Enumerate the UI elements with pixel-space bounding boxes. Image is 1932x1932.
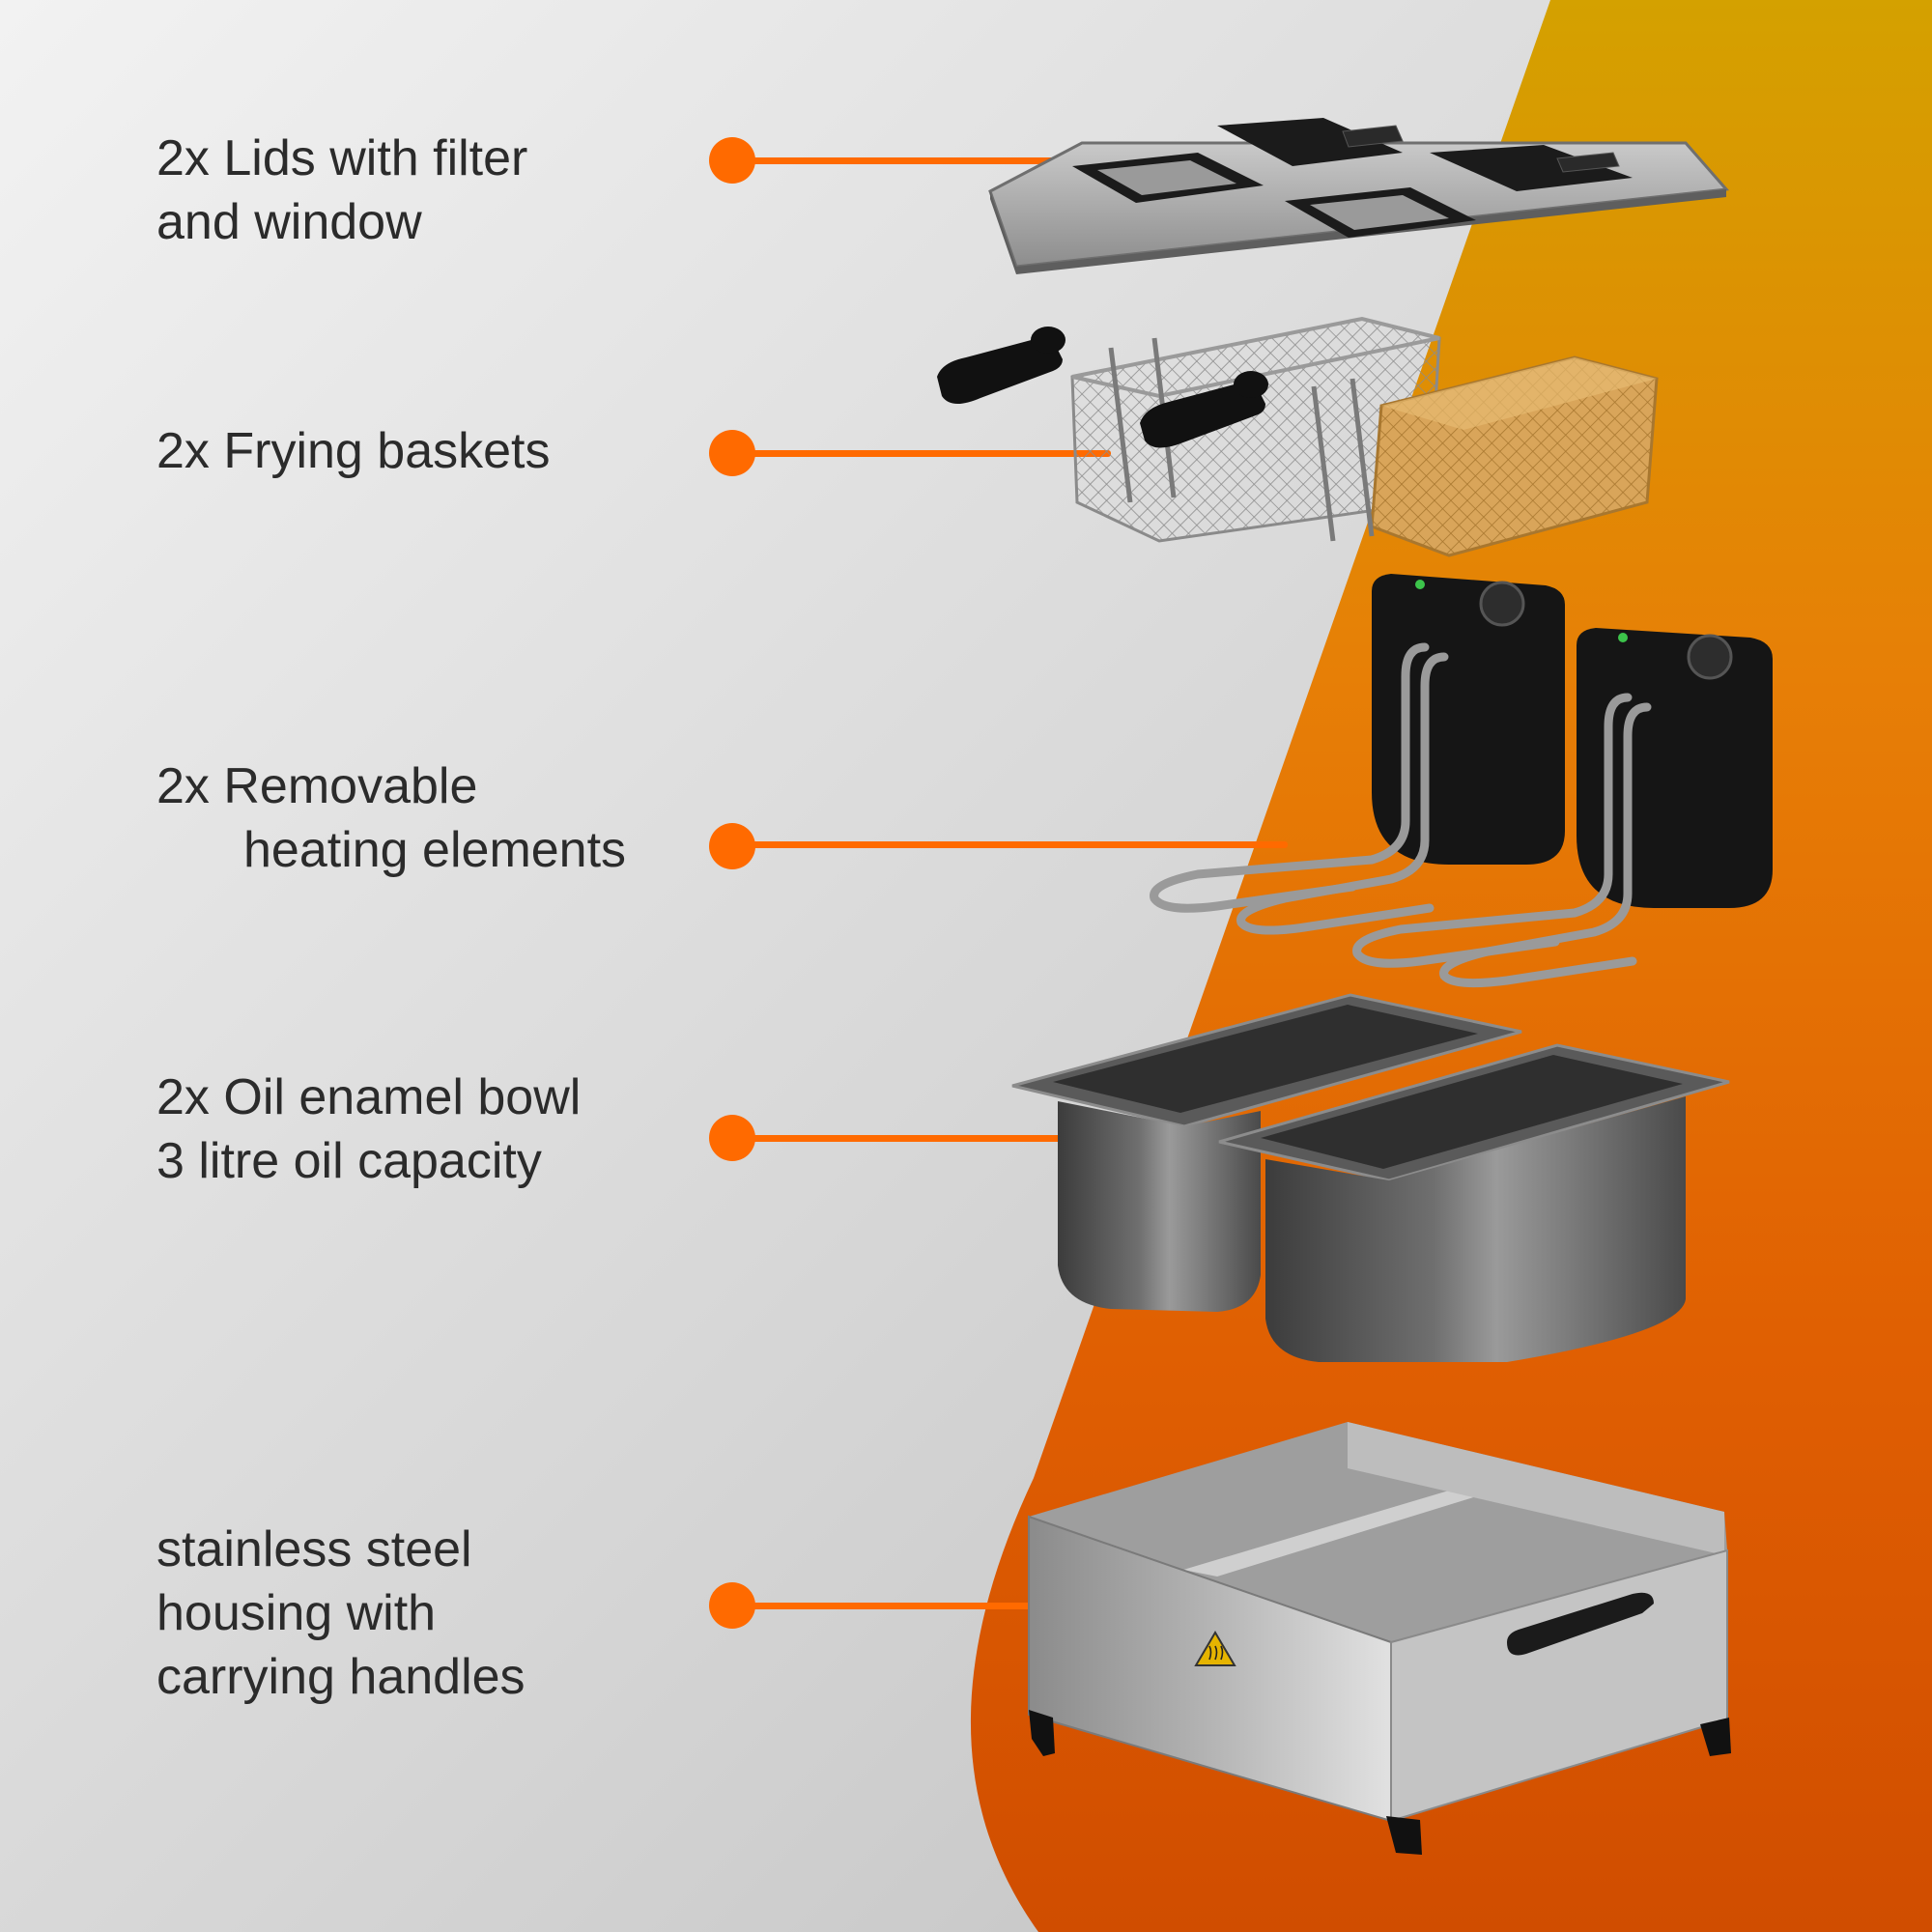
- leader-line-housing: [732, 1603, 1111, 1609]
- leader-line-lids: [732, 157, 1111, 164]
- leader-line-baskets: [732, 450, 1111, 457]
- leader-line-heaters: [732, 841, 1288, 848]
- label-lids: 2x Lids with filter and window: [156, 127, 527, 254]
- label-heaters-line-2: heating elements: [243, 822, 627, 878]
- leader-line-bowls: [732, 1135, 1111, 1142]
- label-lids-line-1: 2x Lids with filter: [156, 130, 528, 186]
- label-bowls: 2x Oil enamel bowl 3 litre oil capacity: [156, 1065, 581, 1193]
- label-housing-line-1: stainless steel: [156, 1521, 472, 1577]
- label-baskets-line-1: 2x Frying baskets: [156, 423, 551, 479]
- label-heaters-line-1: 2x Removable: [156, 758, 478, 814]
- label-bowls-line-1: 2x Oil enamel bowl: [156, 1069, 582, 1125]
- label-bowls-line-2: 3 litre oil capacity: [156, 1133, 542, 1189]
- label-lids-line-2: and window: [156, 194, 422, 250]
- leader-dot-lids: [709, 137, 755, 184]
- label-housing: stainless steel housing with carrying ha…: [156, 1518, 526, 1709]
- leader-dot-heaters: [709, 823, 755, 869]
- label-housing-line-3: carrying handles: [156, 1649, 526, 1705]
- fryer-lids-icon: [988, 118, 1730, 274]
- label-housing-line-2: housing with: [156, 1585, 437, 1641]
- heating-element-icon: [1150, 574, 1773, 988]
- carry-handle-icon: [1507, 1592, 1654, 1656]
- steel-housing-icon: [1028, 1422, 1731, 1855]
- hot-surface-warning-icon: [1194, 1631, 1236, 1666]
- leader-dot-bowls: [709, 1115, 755, 1161]
- frying-basket-icon: [937, 316, 1659, 557]
- label-heaters: 2x Removable heating elements: [156, 754, 626, 882]
- label-baskets: 2x Frying baskets: [156, 419, 551, 483]
- oil-bowl-icon: [1011, 993, 1730, 1362]
- leader-dot-baskets: [709, 430, 755, 476]
- leader-dot-housing: [709, 1582, 755, 1629]
